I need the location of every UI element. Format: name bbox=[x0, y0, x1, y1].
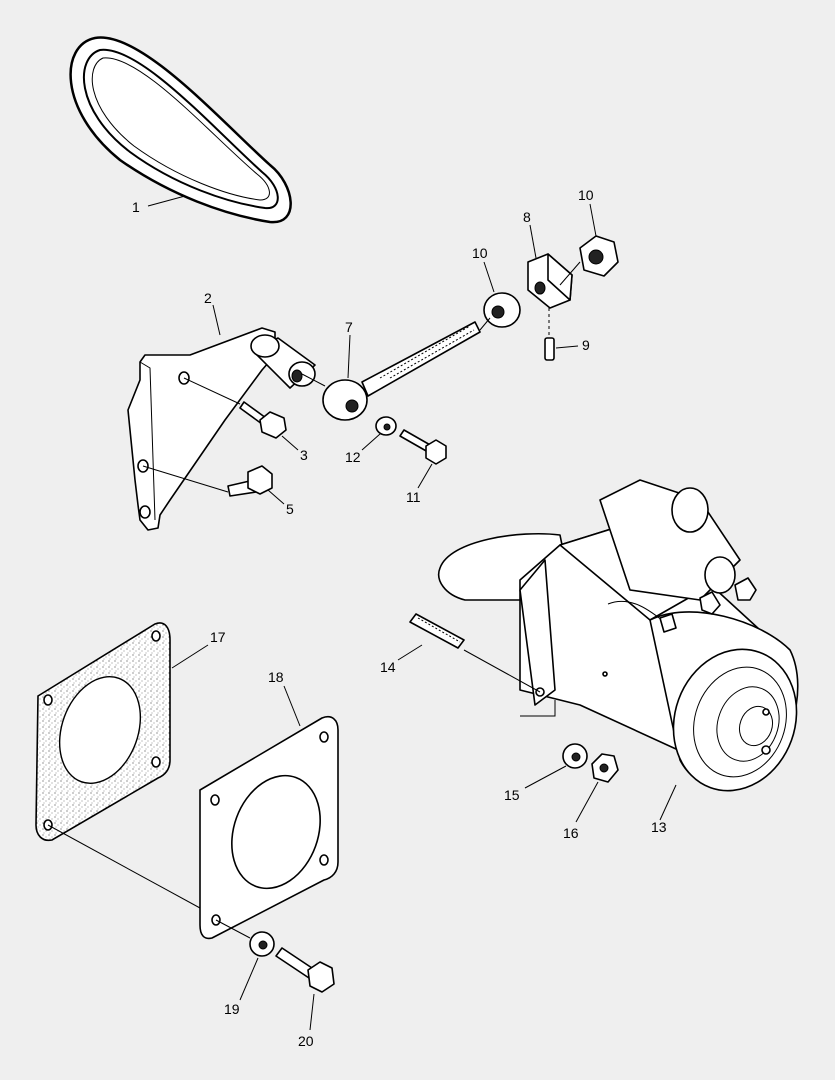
callout-19: 19 bbox=[224, 1001, 240, 1017]
starter-motor-part bbox=[438, 479, 799, 792]
stud-part-14 bbox=[409, 613, 556, 717]
pin-part-9 bbox=[544, 308, 555, 361]
nut-part-10-a bbox=[479, 292, 521, 331]
callout-9: 9 bbox=[582, 337, 590, 353]
callout-5: 5 bbox=[286, 501, 294, 517]
bolt-part-20 bbox=[275, 947, 335, 993]
callout-17: 17 bbox=[210, 629, 226, 645]
callout-15: 15 bbox=[504, 787, 520, 803]
callout-20: 20 bbox=[298, 1033, 314, 1049]
callouts: 1 2 3 5 7 8 9 10 10 11 12 13 14 15 16 17… bbox=[132, 187, 667, 1049]
callout-14: 14 bbox=[380, 659, 396, 675]
callout-11: 11 bbox=[406, 489, 421, 505]
callout-12: 12 bbox=[345, 449, 361, 465]
nut-part-16 bbox=[591, 753, 619, 783]
callout-10-right: 10 bbox=[578, 187, 594, 203]
callout-3: 3 bbox=[300, 447, 308, 463]
nut-part-10-b bbox=[559, 235, 619, 286]
block-part-8 bbox=[527, 253, 573, 309]
leader-lines bbox=[147, 195, 677, 1031]
gasket-part-17 bbox=[35, 622, 171, 842]
callout-18: 18 bbox=[268, 669, 284, 685]
tension-rod-part bbox=[301, 321, 481, 421]
callout-16: 16 bbox=[563, 825, 579, 841]
callout-2: 2 bbox=[204, 290, 212, 306]
washer-part-19 bbox=[215, 919, 275, 957]
plate-part-18 bbox=[47, 715, 339, 940]
v-belt-part bbox=[69, 36, 292, 224]
washer-part-15 bbox=[562, 743, 588, 769]
callout-10-left: 10 bbox=[472, 245, 488, 261]
bolt-part-5 bbox=[142, 465, 273, 497]
callout-13: 13 bbox=[651, 819, 667, 835]
callout-1: 1 bbox=[132, 199, 140, 215]
callout-8: 8 bbox=[523, 209, 531, 225]
callout-7: 7 bbox=[345, 319, 353, 335]
washer-part-12 bbox=[375, 416, 397, 436]
mounting-bracket-part bbox=[127, 327, 316, 531]
bolt-part-11 bbox=[399, 429, 447, 465]
bolt-part-3 bbox=[183, 377, 287, 439]
